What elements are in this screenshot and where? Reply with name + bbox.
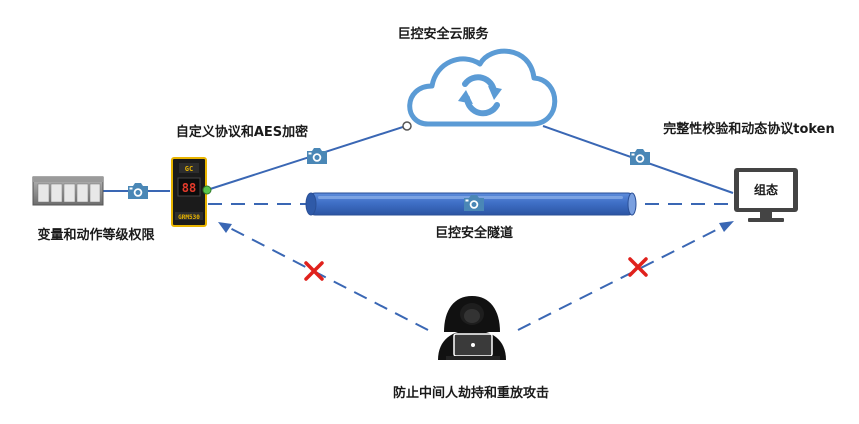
device-brand: GC [185,165,193,173]
hacker-icon [438,296,506,360]
device-display: 88 [182,181,196,195]
device-model: GRM530 [178,214,200,221]
camera-icon [307,148,327,164]
plc-module-icon: GC 88 GRM530 [171,157,207,227]
cross-icon [628,257,648,277]
attack-paths [218,221,734,331]
connection-node [402,121,412,131]
attack-prevention-label: 防止中间人劫持和重放攻击 [393,385,549,401]
link-device-to-cloud [206,125,407,191]
cross-icon [304,261,324,281]
camera-icon [630,149,650,165]
cloud-sync-icon [407,48,558,127]
permission-level-label: 变量和动作等级权限 [37,227,155,243]
monitor-icon [734,168,798,222]
protocol-encryption-label: 自定义协议和AES加密 [176,124,308,140]
secure-tunnel-label: 巨控安全隧道 [435,225,513,241]
device-port-node [202,185,212,195]
cloud-service-label: 巨控安全云服务 [397,26,489,42]
server-rack-icon [32,176,104,206]
integrity-token-label: 完整性校验和动态协议token [663,121,835,137]
monitor-label: 组态 [754,182,778,197]
camera-icon [128,183,148,199]
